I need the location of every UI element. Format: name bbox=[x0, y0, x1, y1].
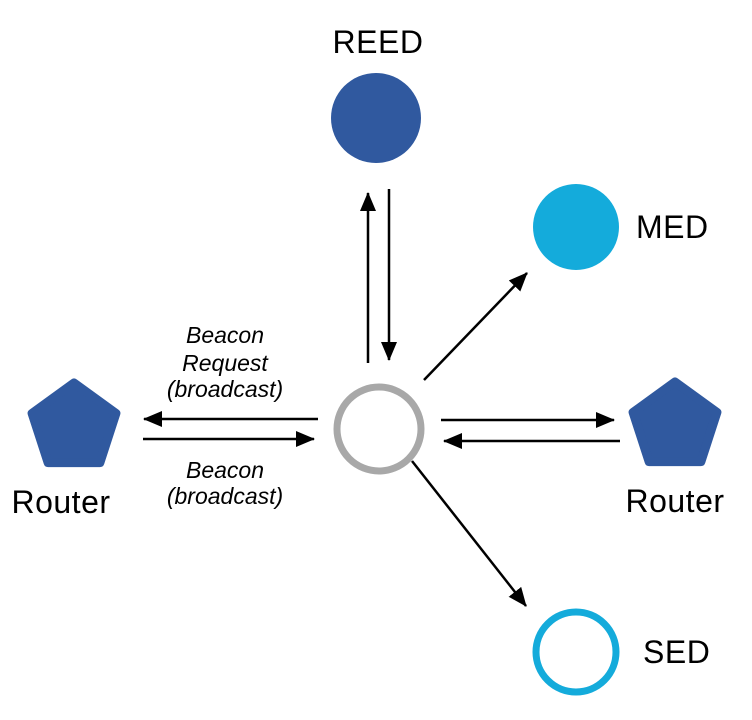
beacon-line1: Beacon bbox=[186, 457, 264, 483]
annotation-beacon-request: Beacon Request (broadcast) bbox=[167, 322, 283, 402]
node-joiner bbox=[333, 383, 425, 475]
arrow-joiner-to-med bbox=[423, 272, 528, 381]
router-left-label: Router bbox=[11, 484, 110, 520]
arrows bbox=[143, 189, 620, 607]
beacon-request-line1: Beacon bbox=[186, 322, 264, 348]
router-right-label: Router bbox=[625, 483, 724, 519]
beacon-request-line2: Request bbox=[182, 350, 269, 376]
med-circle-icon bbox=[533, 184, 619, 270]
node-sed: SED bbox=[532, 608, 710, 696]
reed-label: REED bbox=[333, 24, 424, 60]
node-router-right: Router bbox=[625, 377, 724, 519]
node-router-left: Router bbox=[11, 378, 121, 520]
router-right-pentagon-icon bbox=[628, 377, 722, 467]
beacon-line2: (broadcast) bbox=[167, 483, 283, 509]
router-left-pentagon-icon bbox=[27, 378, 121, 468]
joiner-circle-icon bbox=[333, 383, 425, 475]
reed-circle-icon bbox=[331, 73, 421, 163]
sed-circle-icon bbox=[532, 608, 620, 696]
node-reed: REED bbox=[331, 24, 423, 163]
med-label: MED bbox=[636, 209, 709, 245]
arrow-joiner-to-sed bbox=[411, 460, 527, 607]
beacon-request-line3: (broadcast) bbox=[167, 376, 283, 402]
annotation-beacon: Beacon (broadcast) bbox=[167, 457, 283, 509]
sed-label: SED bbox=[643, 634, 710, 670]
node-med: MED bbox=[533, 184, 709, 270]
